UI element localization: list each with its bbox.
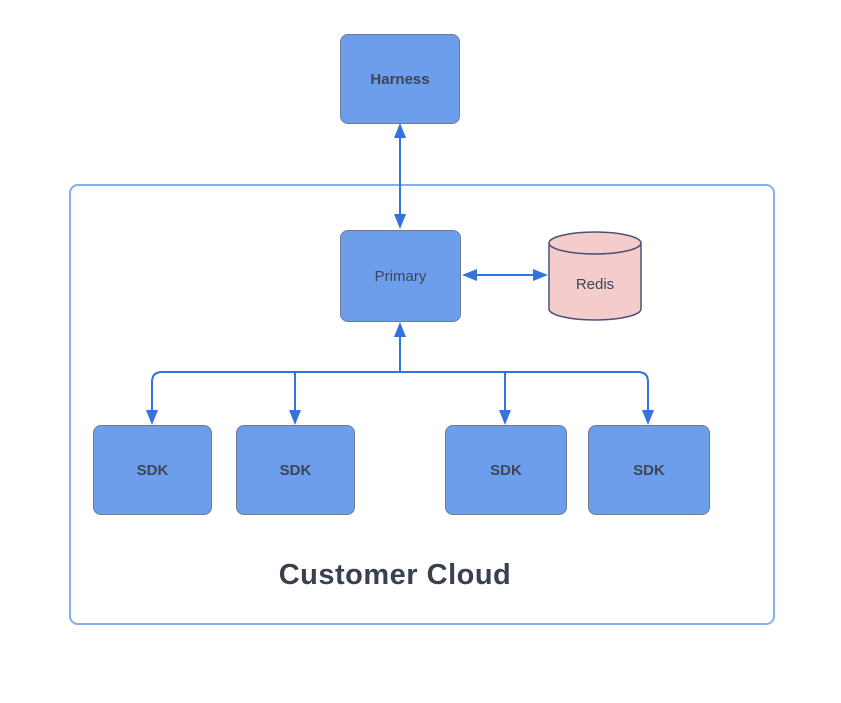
node-redis-label: Redis [575, 275, 615, 293]
node-sdk-3-label: SDK [490, 461, 522, 479]
database-cylinder-icon [548, 231, 642, 321]
node-primary-label: Primary [374, 267, 427, 285]
node-sdk-1: SDK [93, 425, 212, 515]
node-harness-label: Harness [370, 70, 430, 88]
node-redis: Redis [546, 230, 644, 322]
node-sdk-2: SDK [236, 425, 355, 515]
node-harness: Harness [340, 34, 460, 124]
node-sdk-1-label: SDK [136, 461, 169, 479]
node-sdk-2-label: SDK [279, 461, 312, 479]
node-primary: Primary [340, 230, 461, 322]
customer-cloud-title: Customer Cloud [278, 559, 512, 591]
node-sdk-4-label: SDK [633, 461, 665, 479]
node-sdk-4: SDK [588, 425, 710, 515]
node-sdk-3: SDK [445, 425, 567, 515]
